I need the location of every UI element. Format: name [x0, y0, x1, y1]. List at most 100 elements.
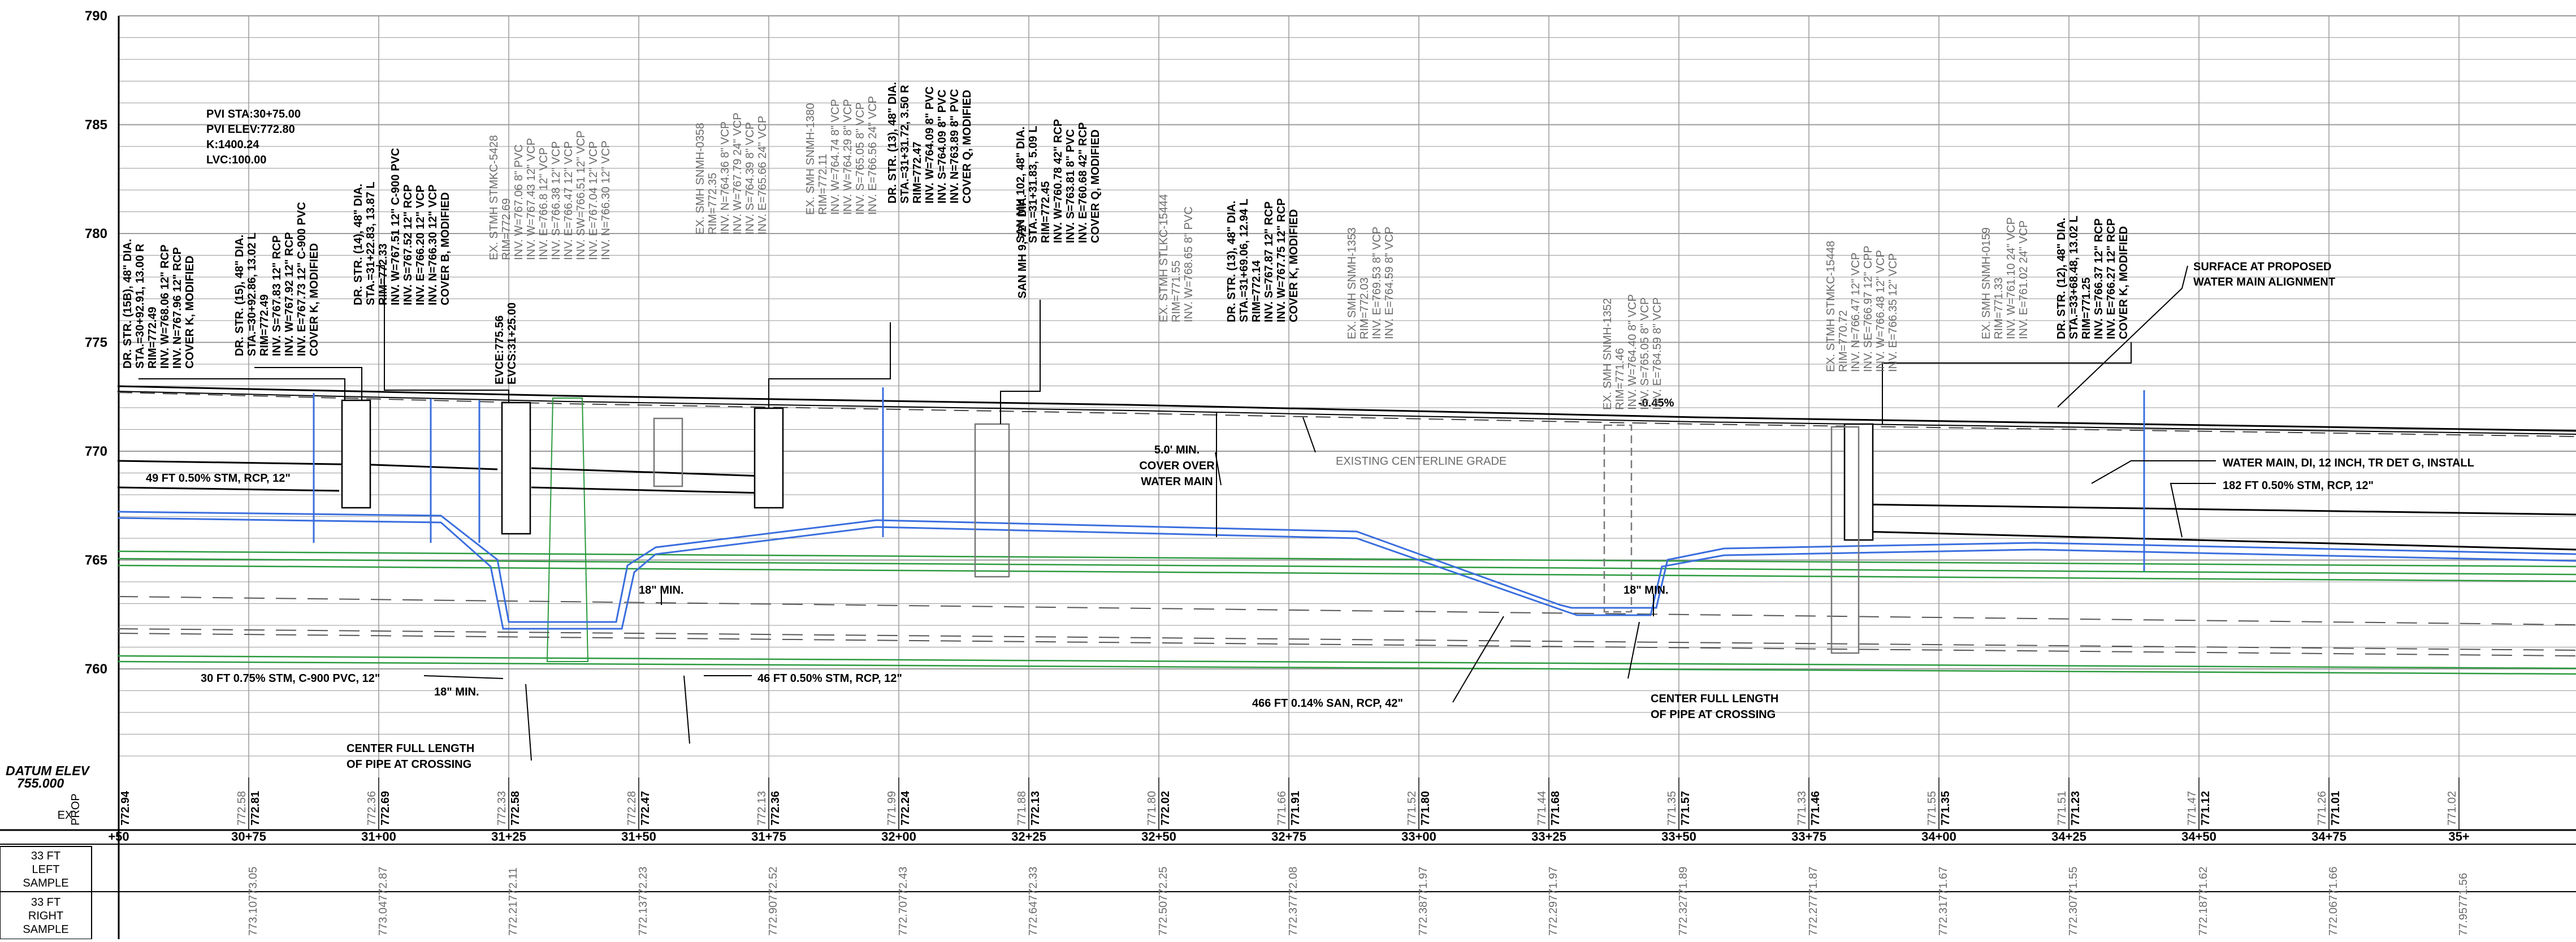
- proposed-grade-value: 771.35: [1939, 791, 1952, 826]
- existing-pipe-line: [117, 550, 2576, 568]
- station-label: 33+75: [1791, 829, 1826, 844]
- sample-value: 772.27771.87: [1807, 867, 1820, 936]
- text-line: RIM=772.33: [377, 243, 389, 305]
- storm-pipes: [117, 460, 2576, 551]
- text-line: OF PIPE AT CROSSING: [347, 758, 471, 771]
- text-line: INV. W=764.29 8" VCP: [842, 99, 854, 215]
- text-line: RIM=771.33: [1993, 277, 2005, 339]
- sample-value: 772.70772.43: [897, 867, 910, 936]
- existing-grade-callout: EXISTING CENTERLINE GRADE: [1336, 455, 1506, 468]
- text-line: COVER B, MODIFIED: [439, 192, 452, 305]
- text-line: STA.=31+31.83, 5.09 L: [1027, 126, 1040, 243]
- text-line: EX. SMH SNMH-1352: [1601, 298, 1614, 410]
- leader: [2170, 483, 2216, 538]
- text-line: INV. W=767.92 12" RCP: [283, 232, 296, 356]
- leader: [1452, 616, 1504, 703]
- leader: [525, 684, 532, 761]
- text-line: INV. S=765.05 8" VCP: [854, 102, 867, 215]
- text-line: WATER MAIN: [1141, 476, 1213, 488]
- vertical-callout: EX. STMH STMKC-15448RIM=770.72INV. N=766…: [1825, 241, 1899, 372]
- text-line: INV. E=769.53 8" VCP: [1371, 227, 1383, 339]
- storm-pipe-49ft-invert: [117, 486, 340, 492]
- storm-pipe-46ft-invert: [531, 486, 764, 494]
- row-label-ex: EX: [58, 809, 73, 822]
- station-label: 31+50: [621, 829, 656, 844]
- existing-grade-value: 771.80: [1146, 791, 1158, 826]
- hydrant-risers: [313, 387, 2145, 571]
- station-label: 34+75: [2311, 829, 2346, 844]
- text-line: INV. E=766.20 12" VCP: [414, 185, 427, 305]
- sample-row-label: 33 FT: [31, 850, 60, 862]
- water-main: [117, 511, 2576, 630]
- elevation-label: 775: [85, 335, 107, 351]
- leader: [768, 322, 891, 408]
- leader: [376, 265, 509, 403]
- structure-13: [754, 407, 784, 509]
- existing-grade-value: 771.35: [1666, 791, 1678, 826]
- proposed-grade-value: 772.02: [1159, 791, 1172, 826]
- proposed-grade-value: 771.46: [1809, 791, 1822, 826]
- text-line: INV. SW=766.51 12" VCP: [575, 131, 587, 260]
- vertical-callout: EX. STMH STLKC-15444RIM=771.55INV. W=768…: [1158, 194, 1195, 322]
- text-line: INV. S=764.09 8" PVC: [936, 89, 949, 204]
- text-line: STA.=33+68.48, 13.02 L: [2068, 215, 2080, 339]
- proposed-grade-value: 771.12: [2200, 791, 2212, 826]
- proposed-grade-value: 772.81: [249, 791, 262, 826]
- text-line: DR. STR. (12), 48" DIA.: [2055, 218, 2068, 339]
- sample-value: 772.38771.97: [1417, 867, 1430, 936]
- text-line: DR. STR. (15B), 48" DIA.: [122, 239, 134, 369]
- sanitary-466-callout: 466 FT 0.14% SAN, RCP, 42": [1252, 697, 1403, 710]
- vertical-callout: EX. SMH SNMH-0358RIM=772.35INV. N=764.36…: [694, 113, 769, 235]
- text-line: PVI ELEV:772.80: [206, 123, 295, 136]
- vertical-callout: EX. STMH STMKC-5428RIM=772.69INV. W=767.…: [488, 131, 612, 260]
- storm-30-callout: 30 FT 0.75% STM, C-900 PVC, 12": [201, 672, 380, 685]
- structure-ex-smh: [653, 417, 683, 487]
- text-line: RIM=770.72: [1837, 310, 1850, 372]
- text-line: DR. STR. (13), 48" DIA.: [1226, 201, 1238, 322]
- existing-grade-value: 771.02: [2446, 791, 2458, 826]
- existing-culvert: [546, 397, 589, 662]
- existing-utilities: [117, 397, 2576, 675]
- text-line: INV. N=767.96 12" RCP: [171, 247, 184, 369]
- station-label: 34+00: [1921, 829, 1956, 844]
- text-line: INV. S=763.81 8" PVC: [1064, 129, 1077, 243]
- text-line: INV. S=767.87 12" RCP: [1263, 201, 1275, 322]
- text-line: INV. W=760.78 42" RCP: [1052, 119, 1064, 243]
- text-line: INV. S=764.39 8" VCP: [744, 122, 756, 235]
- existing-pipe-line: [117, 558, 2576, 576]
- text-line: RIM=772.45: [1040, 181, 1052, 243]
- text-line: EX. STMH STLKC-15444: [1158, 194, 1170, 322]
- water-main-callout: WATER MAIN, DI, 12 INCH, TR DET G, INSTA…: [2223, 457, 2474, 469]
- text-line: INV. S=767.83 12" RCP: [271, 235, 283, 356]
- text-line: INV. W=767.51 12" C-900 PVC: [389, 148, 402, 305]
- proposed-grade-value: 772.58: [509, 791, 522, 826]
- text-line: INV. E=766.56 24" VCP: [867, 96, 879, 215]
- text-line: EVCE:775.56: [493, 316, 506, 384]
- station-label: 32+00: [881, 829, 916, 844]
- row-label-prop: PROP: [70, 793, 82, 826]
- vertical-callout: DR. STR. (12), 48" DIA.STA.=33+68.48, 13…: [2055, 215, 2130, 339]
- text-line: INV. W=768.65 8" PVC: [1183, 206, 1195, 322]
- text-line: EX. STMH STMKC-5428: [488, 135, 500, 260]
- text-line: STA.=31+31.72, 3.50 R: [899, 85, 911, 204]
- text-line: COVER K, MODIFIED: [1288, 209, 1300, 322]
- text-line: INV. E=761.02 24" VCP: [2017, 221, 2030, 339]
- vertical-callout: EX. SMH SNMH-1380RIM=772.11INV. W=764.74…: [804, 96, 879, 215]
- proposed-grade-value: 771.01: [2330, 791, 2342, 826]
- text-line: RIM=772.69: [500, 198, 513, 260]
- text-line: DR. STR. (14), 48" DIA.: [352, 184, 365, 305]
- station-label: 32+75: [1271, 829, 1306, 844]
- vertical-callout: DR. STR. (15), 48" DIA.STA.=30+92.86, 13…: [233, 202, 321, 356]
- min-18-callout: 18" MIN.: [434, 686, 479, 698]
- existing-grade-value: 771.47: [2186, 791, 2198, 826]
- sample-value: 77.95771.56: [2457, 873, 2470, 936]
- text-line: STA.=31+69.06, 12.94 L: [1238, 198, 1250, 322]
- sample-value: 772.06771.66: [2327, 867, 2340, 936]
- datum-value: 755.000: [17, 776, 64, 790]
- existing-grade-value: 771.26: [2316, 791, 2328, 826]
- proposed-grade-line: [117, 385, 2576, 432]
- proposed-grade-value: 771.23: [2070, 791, 2082, 826]
